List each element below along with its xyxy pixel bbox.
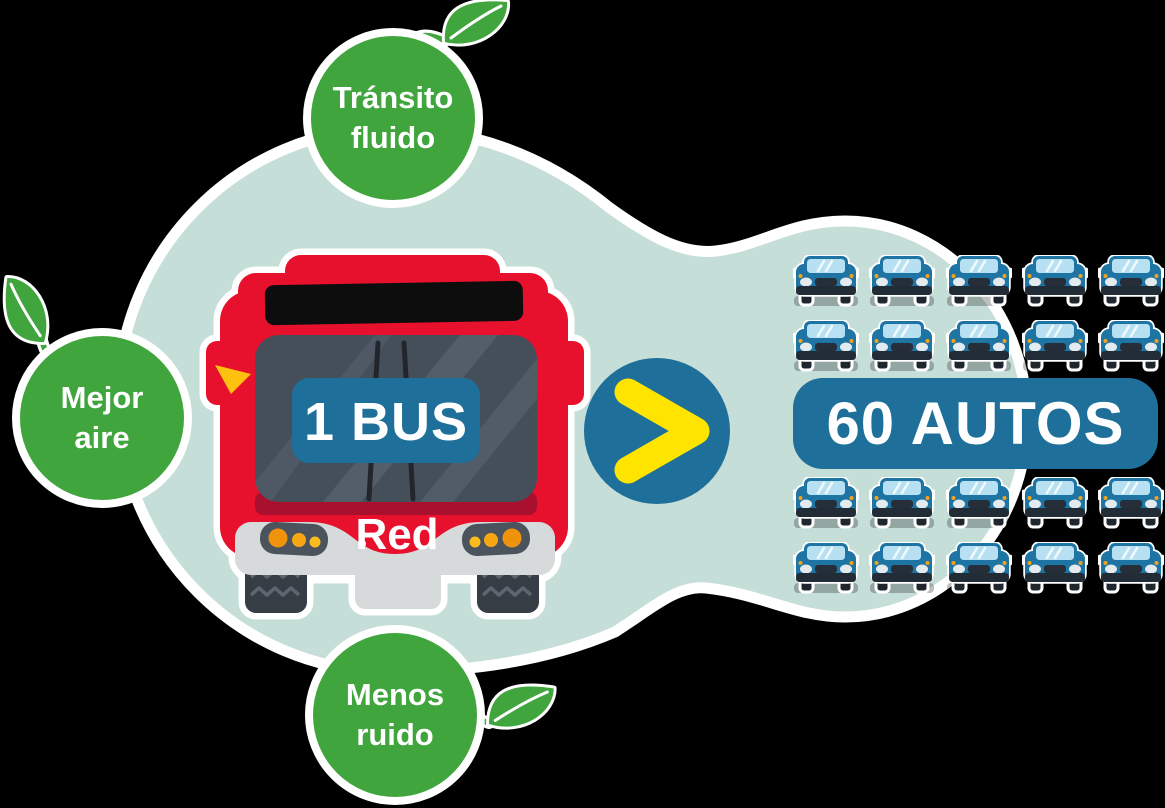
car-icon <box>946 255 1012 309</box>
car-icon <box>1022 542 1088 596</box>
car-icon <box>869 320 935 374</box>
benefit-badge-menos-ruido: Menos ruido <box>305 625 485 805</box>
bus-count-label: 1 BUS <box>304 392 468 452</box>
greater-than-circle: > <box>584 358 730 504</box>
car-icon <box>1098 255 1164 309</box>
badge-label: Menos ruido <box>345 677 445 752</box>
car-icon <box>946 320 1012 374</box>
car-icon <box>1022 255 1088 309</box>
bus-illustration: 1 BUS Red <box>199 248 591 620</box>
bus-bumper <box>235 522 555 609</box>
car-icon <box>793 477 859 531</box>
badge-label: Tránsito fluido <box>332 80 454 155</box>
car-icon <box>1022 320 1088 374</box>
badge-label: Mejor aire <box>60 380 144 455</box>
car-icon <box>869 255 935 309</box>
red-brand-logo: Red <box>355 510 438 559</box>
destination-sign <box>264 280 524 326</box>
bus-mirror <box>215 365 251 394</box>
car-icon <box>869 542 935 596</box>
greater-than-icon <box>614 378 710 484</box>
autos-banner: 60 AUTOS <box>793 378 1158 469</box>
car-icon <box>1022 477 1088 531</box>
car-icon <box>793 542 859 596</box>
car-icon <box>793 320 859 374</box>
benefit-badge-transito-fluido: Tránsito fluido <box>303 28 483 208</box>
car-icon <box>793 255 859 309</box>
bus-count-panel: 1 BUS <box>292 378 480 463</box>
benefit-badge-mejor-aire: Mejor aire <box>12 328 192 508</box>
car-icon <box>869 477 935 531</box>
car-icon <box>946 477 1012 531</box>
car-icon <box>1098 320 1164 374</box>
car-icon <box>946 542 1012 596</box>
car-icon <box>1098 542 1164 596</box>
autos-count-label: 60 AUTOS <box>826 390 1125 457</box>
car-icon <box>1098 477 1164 531</box>
red-brand-label: Red <box>355 510 438 559</box>
